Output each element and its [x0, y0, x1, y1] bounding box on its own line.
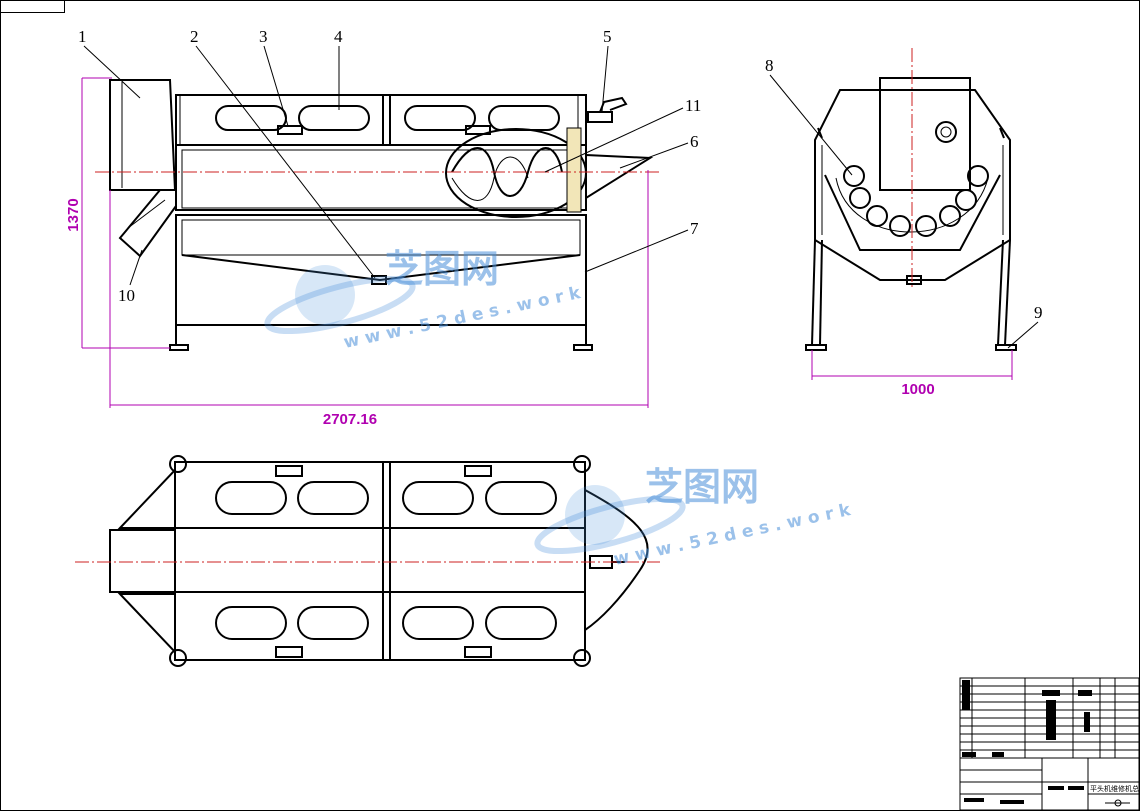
screw-detail: [445, 128, 587, 218]
length-dimension: 2707.16: [323, 411, 377, 428]
top-outlet: [584, 489, 649, 631]
drain: [371, 275, 387, 285]
width-dimension: 1000: [901, 381, 934, 398]
top-frame: [174, 461, 586, 661]
label-4: 4: [334, 27, 343, 46]
side-housing: [814, 89, 1011, 281]
tank-bottom: [181, 254, 581, 282]
drum-section: [175, 144, 587, 211]
front-dimensions: 1370 2707.16: [65, 77, 649, 428]
window: [297, 481, 369, 515]
top-view: [75, 455, 660, 667]
window: [488, 105, 560, 131]
window: [298, 105, 370, 131]
hatched-shaft: [566, 127, 582, 213]
label-1: 1: [78, 27, 87, 46]
top-hopper: [109, 529, 176, 593]
side-foot: [995, 344, 1017, 351]
discharge-chute: [118, 189, 177, 258]
height-dimension: 1370: [65, 198, 82, 231]
window: [404, 105, 476, 131]
watermark-brand: 芝图网: [645, 465, 759, 509]
latch: [465, 125, 491, 135]
side-view: [805, 48, 1017, 351]
label-3: 3: [259, 27, 268, 46]
title-block: 平头机维修机总装图: [959, 677, 1140, 811]
part-labels: 1 2 3 4 5 6 7 8 9 10 11: [78, 27, 1043, 349]
motor-box: [879, 77, 971, 191]
foot: [573, 344, 593, 351]
window: [485, 481, 557, 515]
trough: [824, 174, 1001, 251]
label-6: 6: [690, 132, 699, 151]
label-2: 2: [190, 27, 199, 46]
watermark-1: 芝图网 w w w . 5 2 d e s . w o r k: [264, 247, 583, 353]
upper-box: [175, 94, 587, 146]
window: [485, 606, 557, 640]
latch: [277, 125, 303, 135]
window: [215, 481, 287, 515]
hopper: [109, 79, 177, 191]
watermark-brand: 芝图网: [385, 247, 499, 291]
label-9: 9: [1034, 303, 1043, 322]
label-10: 10: [118, 286, 135, 305]
side-dimensions: 1000: [811, 350, 1013, 398]
side-foot: [805, 344, 827, 351]
label-11: 11: [685, 96, 701, 115]
foot: [169, 344, 189, 351]
handle: [587, 111, 613, 123]
window: [402, 606, 474, 640]
watermark-url: w w w . 5 2 d e s . w o r k: [612, 500, 853, 570]
drawing-title: 平头机维修机总装图: [1090, 784, 1140, 793]
label-7: 7: [690, 219, 699, 238]
corner-tag: [0, 0, 65, 13]
side-drain: [906, 275, 922, 285]
label-5: 5: [603, 27, 612, 46]
outlet-spout: [585, 153, 654, 200]
window: [215, 606, 287, 640]
lower-tank: [175, 214, 587, 326]
watermark-url: w w w . 5 2 d e s . w o r k: [342, 283, 583, 353]
rollers: [843, 165, 989, 237]
pulley: [935, 121, 957, 143]
window: [402, 481, 474, 515]
window: [297, 606, 369, 640]
label-8: 8: [765, 56, 774, 75]
screw-flight: [451, 147, 563, 197]
watermark-2: 芝图网 w w w . 5 2 d e s . w o r k: [534, 465, 853, 570]
